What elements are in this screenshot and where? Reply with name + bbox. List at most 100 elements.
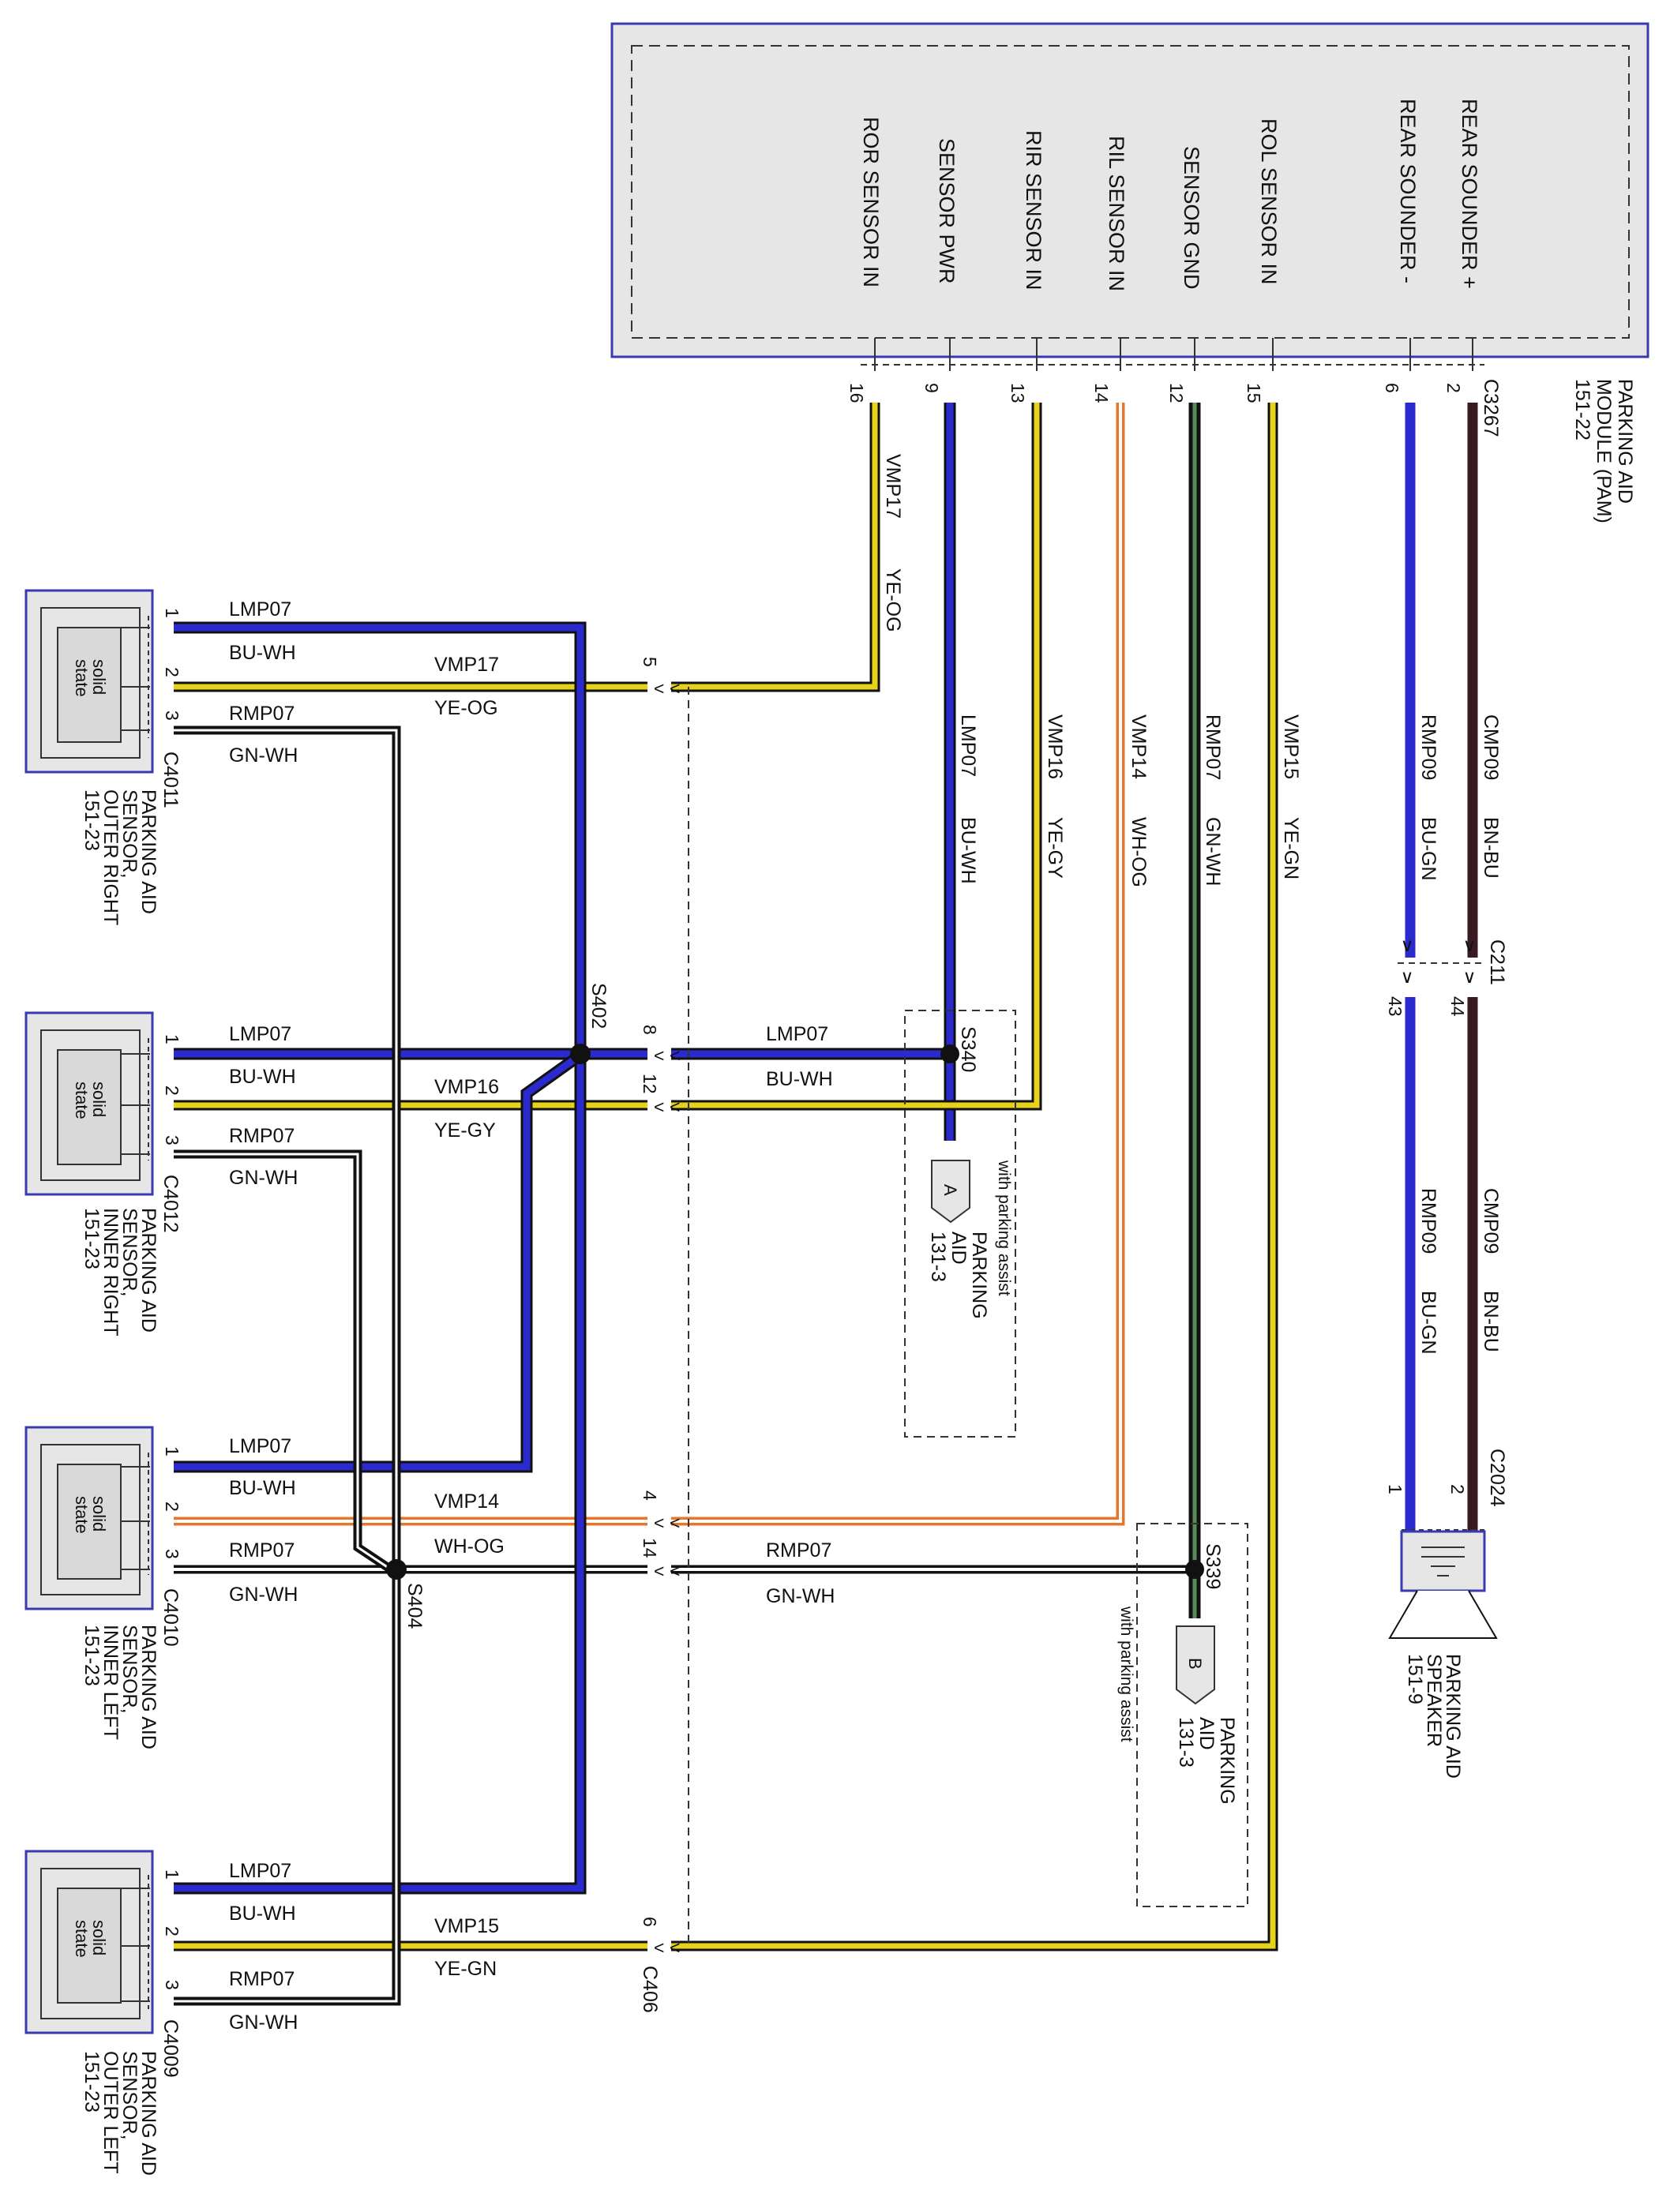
svg-text:<: < [654, 1513, 664, 1533]
label-gnd-circuit: RMP07 [1202, 714, 1224, 780]
svg-text:<: < [670, 1045, 680, 1066]
sensor-inner-left: solid state 1 2 3 C4010 PARKING AID SENS… [24, 1426, 505, 1749]
c406-pin-4: 4 [640, 1490, 660, 1501]
module-name-line-2: MODULE (PAM) [1593, 379, 1615, 523]
label-s339-color: GN-WH [766, 1585, 835, 1607]
sensor-3-state: state [72, 1496, 92, 1534]
splice-s340-label: S340 [957, 1026, 979, 1072]
sensor-3-pin3-circuit: RMP07 [229, 1539, 295, 1562]
sensor-4-line-1: PARKING AID [137, 2051, 159, 2176]
module-pin-6: 6 [1382, 383, 1402, 393]
connector-c211: ∨ ∨ ∨ ∨ 44 43 C211 [1385, 935, 1508, 1017]
sensor-2-line-1: PARKING AID [137, 1208, 159, 1333]
module-pin-label-rol: ROL SENSOR IN [1257, 118, 1281, 285]
svg-text:∨: ∨ [1463, 935, 1477, 955]
label-snd-minus-color-2: BU-GN [1417, 1291, 1439, 1355]
c211-label: C211 [1486, 939, 1508, 985]
sensor-1-pin3-color: GN-WH [229, 744, 298, 767]
speaker-line-2: SPEAKER [1423, 1654, 1445, 1747]
c406-label: C406 [639, 1966, 661, 2013]
label-snd-plus-color: BN-BU [1480, 817, 1502, 879]
c211-pin-44: 44 [1447, 996, 1468, 1017]
label-ril-color: WH-OG [1128, 817, 1150, 887]
sensor-outer-left: solid state 1 2 3 C4009 PARKING AID SENS… [24, 1850, 499, 2176]
label-s340-circuit: LMP07 [766, 1023, 828, 1045]
c406-pin-14: 14 [640, 1538, 660, 1558]
svg-text:<: < [670, 1097, 680, 1117]
splice-s404 [386, 1559, 407, 1580]
svg-text:∨: ∨ [1401, 935, 1414, 955]
splice-s339 [1185, 1560, 1204, 1579]
module-pin-15: 15 [1244, 383, 1264, 403]
sensor-2-pin2-circuit: VMP16 [434, 1076, 499, 1098]
label-pwr-circuit: LMP07 [957, 714, 979, 777]
label-snd-minus-circuit: RMP09 [1417, 714, 1439, 780]
sensor-1-solid: solid [89, 659, 109, 695]
label-snd-plus-circuit-2: CMP09 [1480, 1188, 1502, 1254]
sensor-3-pin3-color: GN-WH [229, 1584, 298, 1606]
module-pin-label-gnd: SENSOR GND [1180, 146, 1203, 290]
sensor-1-pin2-circuit: VMP17 [434, 654, 499, 676]
module-pin-label-pwr: SENSOR PWR [935, 138, 959, 284]
label-snd-minus-circuit-2: RMP09 [1417, 1188, 1439, 1254]
label-gnd-color: GN-WH [1202, 817, 1224, 886]
module-pin-2: 2 [1443, 383, 1464, 393]
splice-s339-label: S339 [1202, 1543, 1224, 1589]
sensor-4-pin2-color: YE-GN [434, 1958, 497, 1980]
label-ror-circuit: VMP17 [882, 454, 904, 519]
sensor-4-state: state [72, 1920, 92, 1958]
label-ril-circuit: VMP14 [1128, 714, 1150, 779]
splice-s402-label: S402 [587, 983, 610, 1029]
svg-text:<: < [670, 1513, 680, 1533]
sensor-outer-right: solid state 1 2 3 C4011 PARKING AID SENS… [24, 589, 499, 925]
c2024-pin-2: 2 [1447, 1484, 1468, 1494]
sensor-1-pin-1: 1 [162, 608, 182, 618]
sensor-4-connector: C4009 [159, 2019, 182, 2078]
svg-text:<: < [670, 678, 680, 699]
label-rir-color: YE-GY [1044, 817, 1066, 879]
sensor-3-line-2: SENSOR, [118, 1625, 141, 1714]
label-ror-color: YE-OG [882, 568, 904, 632]
sensor-3-pin1-color: BU-WH [229, 1477, 296, 1499]
svg-text:<: < [670, 1937, 680, 1958]
option-box-s340: S340 A with parking assist PARKING AID 1… [904, 1010, 1016, 1438]
sensor-4-pin1-circuit: LMP07 [229, 1860, 291, 1882]
option-note-b: with parking assist [1117, 1606, 1135, 1742]
sensor-2-solid: solid [89, 1082, 109, 1117]
ref-b-line-1: PARKING [1216, 1717, 1238, 1805]
module-pin-13: 13 [1008, 383, 1028, 403]
sensor-4-pin-2: 2 [162, 1926, 182, 1936]
sensor-1-pin1-color: BU-WH [229, 642, 296, 664]
sensor-4-line-4: 151-23 [81, 2051, 103, 2113]
sensor-3-pin-1: 1 [162, 1446, 182, 1457]
label-pwr-color: BU-WH [957, 817, 979, 884]
wire-rir-vmp16 [174, 403, 1042, 1111]
label-s340-color: BU-WH [766, 1068, 833, 1090]
sensor-1-pin-3: 3 [162, 710, 182, 721]
ref-b-line-2: AID [1195, 1717, 1218, 1750]
sensor-1-line-3: OUTER RIGHT [99, 789, 122, 925]
module-pin-label-ror: ROR SENSOR IN [859, 117, 883, 287]
sensor-2-pin-1: 1 [162, 1034, 182, 1044]
sensor-2-line-4: 151-23 [81, 1208, 103, 1269]
sensor-4-pin3-circuit: RMP07 [229, 1968, 295, 1990]
sensor-2-pin3-circuit: RMP07 [229, 1125, 295, 1147]
module-pin-label-ril: RIL SENSOR IN [1105, 136, 1128, 291]
sensor-3-pin-3: 3 [162, 1549, 182, 1559]
c406-pin-12: 12 [640, 1074, 660, 1094]
module-connector-c3267: C3267 [1480, 379, 1502, 437]
ref-a-line-2: AID [948, 1232, 970, 1265]
label-rol-color: YE-GN [1280, 817, 1302, 879]
module-name-line-1: PARKING AID [1614, 379, 1636, 504]
label-rol-circuit: VMP15 [1280, 714, 1302, 779]
module-pin-9: 9 [921, 383, 942, 393]
wire-rol-vmp15 [174, 403, 1278, 1951]
sensor-3-pin-2: 2 [162, 1502, 182, 1512]
sensor-4-pin1-color: BU-WH [229, 1903, 296, 1925]
sensor-1-line-1: PARKING AID [137, 789, 159, 914]
sensor-3-line-1: PARKING AID [137, 1625, 159, 1749]
wire-ror-vmp17 [174, 403, 880, 692]
label-snd-minus-color: BU-GN [1417, 817, 1439, 881]
svg-text:<: < [654, 1561, 664, 1581]
horizontal-wire-labels-right: LMP07 BU-WH RMP07 GN-WH [766, 1023, 835, 1607]
